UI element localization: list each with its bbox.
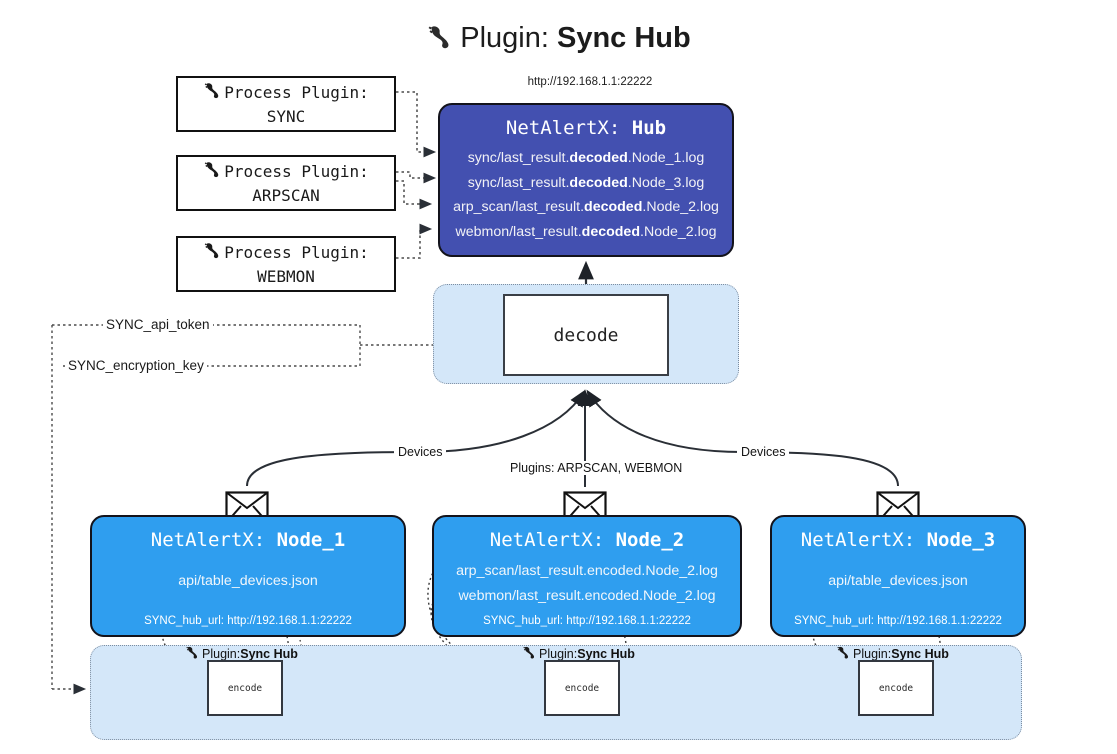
netalertx-node-2[interactable]: NetAlertX: Node_2 arp_scan/last_result.e…	[432, 515, 742, 637]
encode-plugin-caption: Plugin: Sync Hub	[522, 645, 635, 663]
hub-title: NetAlertX: Hub	[505, 117, 667, 139]
node-resource-list: arp_scan/last_result.encoded.Node_2.log …	[434, 559, 740, 609]
netalertx-hub-node[interactable]: NetAlertX: Hub sync/last_result.decoded.…	[438, 103, 734, 257]
edge-label-plugins: Plugins: ARPSCAN, WEBMON	[506, 461, 687, 475]
node-resource-row: api/table_devices.json	[828, 573, 968, 589]
process-plugin-webmon[interactable]: Process Plugin: WEBMON	[176, 236, 396, 292]
hub-log-list: sync/last_result.decoded.Node_1.log sync…	[440, 146, 732, 244]
process-plugin-label: Process Plugin:	[224, 243, 369, 262]
encode-plugin-caption: Plugin: Sync Hub	[185, 645, 298, 663]
plug-icon	[203, 241, 222, 266]
process-plugin-arpscan[interactable]: Process Plugin: ARPSCAN	[176, 155, 396, 211]
node-hub-url: SYNC_hub_url: http://192.168.1.1:22222	[144, 615, 352, 627]
plug-icon	[203, 160, 222, 185]
hub-log-row: sync/last_result.decoded.Node_3.log	[467, 174, 705, 191]
encode-box-node-2[interactable]: encode	[544, 660, 620, 716]
node-resource-row: arp_scan/last_result.encoded.Node_2.log	[456, 563, 718, 579]
encode-plugin-caption: Plugin: Sync Hub	[836, 645, 949, 663]
encode-box-node-1[interactable]: encode	[207, 660, 283, 716]
plug-icon	[522, 645, 537, 663]
plug-icon	[185, 645, 200, 663]
page-title: Plugin: Sync Hub	[0, 16, 1117, 64]
netalertx-node-1[interactable]: NetAlertX: Node_1 api/table_devices.json…	[90, 515, 406, 637]
encode-box-node-3[interactable]: encode	[858, 660, 934, 716]
node-title: NetAlertX: Node_1	[150, 529, 346, 551]
node-resource-list: api/table_devices.json	[772, 569, 1024, 594]
process-plugin-label: Process Plugin:	[224, 162, 369, 181]
config-sync-api-token: SYNC_api_token	[103, 317, 213, 332]
page-title-prefix: Plugin:	[460, 22, 557, 54]
edge-label-devices-right: Devices	[737, 445, 790, 459]
plug-icon	[426, 20, 454, 64]
node-hub-url: SYNC_hub_url: http://192.168.1.1:22222	[794, 615, 1002, 627]
process-plugin-name: ARPSCAN	[252, 185, 320, 205]
process-plugin-name: WEBMON	[257, 266, 315, 286]
node-title: NetAlertX: Node_2	[489, 529, 685, 551]
process-plugin-label: Process Plugin:	[224, 83, 369, 102]
process-plugin-name: SYNC	[266, 106, 306, 126]
node-title: NetAlertX: Node_3	[800, 529, 996, 551]
node-hub-url: SYNC_hub_url: http://192.168.1.1:22222	[483, 615, 691, 627]
edge-label-devices-left: Devices	[394, 445, 447, 459]
process-plugin-sync[interactable]: Process Plugin: SYNC	[176, 76, 396, 132]
node-resource-row: api/table_devices.json	[178, 573, 318, 589]
plug-icon	[836, 645, 851, 663]
hub-log-row: arp_scan/last_result.decoded.Node_2.log	[453, 199, 719, 215]
hub-log-row: sync/last_result.decoded.Node_1.log	[467, 150, 705, 166]
plug-icon	[203, 81, 222, 106]
page-title-name: Sync Hub	[556, 22, 691, 54]
config-sync-encryption-key: SYNC_encryption_key	[65, 358, 207, 373]
hub-log-row: webmon/last_result.decoded.Node_2.log	[455, 223, 717, 240]
netalertx-node-3[interactable]: NetAlertX: Node_3 api/table_devices.json…	[770, 515, 1026, 637]
node-resource-row: webmon/last_result.encoded.Node_2.log	[458, 588, 716, 604]
decode-box[interactable]: decode	[503, 294, 669, 376]
node-resource-list: api/table_devices.json	[92, 569, 404, 594]
hub-url-label: http://192.168.1.1:22222	[527, 76, 653, 88]
